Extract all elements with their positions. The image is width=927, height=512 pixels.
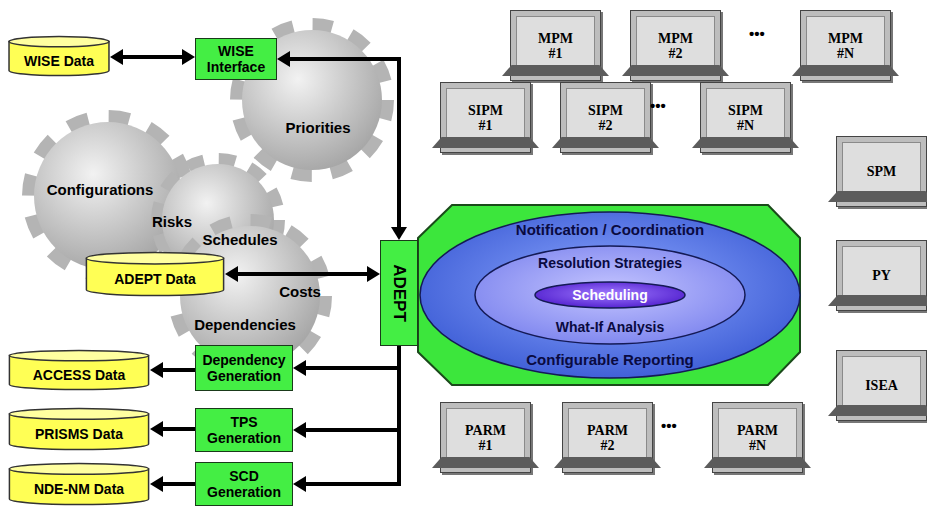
ellipsis-dots: ••• (749, 25, 765, 42)
workstation-monitor: PARM #N (712, 402, 803, 473)
box-text: ADEPT (390, 264, 408, 322)
box-text: WISE Data (24, 53, 94, 69)
function-text: Notification / Coordination (516, 221, 704, 238)
workstation-monitor: SIPM #N (700, 82, 791, 153)
station-name: MPM #2 (651, 31, 701, 61)
box-text: PRISMS Data (35, 426, 123, 442)
workstation-monitor: ISEA (836, 350, 927, 421)
connector-arrow (293, 346, 399, 492)
arrow-head (277, 51, 290, 67)
gear-label: Priorities (285, 119, 350, 136)
box-text: TPS Generation (201, 414, 287, 446)
function-text: Configurable Reporting (526, 351, 694, 368)
octagon-panel (418, 205, 800, 385)
station-name: MPM #1 (531, 31, 581, 61)
ellipsis-dots: ••• (650, 97, 666, 114)
database-cylinder: ADEPT Data (85, 252, 225, 296)
box-text: WISE Interface (201, 43, 271, 75)
arrow-head (150, 421, 163, 437)
workstation-monitor: PARM #2 (562, 402, 653, 473)
workstation-monitor: MPM #1 (510, 10, 601, 81)
gear-label: Dependencies (194, 316, 296, 333)
workstation-monitor: SIPM #2 (560, 82, 651, 153)
arrow-head (391, 227, 407, 240)
system-box: ADEPT (380, 240, 418, 346)
process-box: TPS Generation (195, 408, 293, 452)
connector-arrow (225, 266, 380, 282)
workstation-monitor: SPM (836, 136, 927, 207)
station-name: PARM #2 (583, 423, 633, 453)
database-cylinder: NDE-NM Data (8, 463, 150, 505)
box-text: NDE-NM Data (34, 481, 124, 497)
arrow-head (293, 360, 306, 376)
function-ellipse: Notification / CoordinationConfigurable … (420, 212, 800, 378)
gear-label: Schedules (202, 231, 277, 248)
function-text: Scheduling (572, 287, 647, 303)
station-name: SIPM #N (721, 103, 771, 133)
connector-arrow (150, 476, 195, 492)
station-name: SIPM #2 (581, 103, 631, 133)
arrow-head (293, 476, 306, 492)
box-text: Dependency Generation (201, 352, 287, 384)
database-cylinder: WISE Data (8, 36, 110, 76)
connector-arrow (110, 49, 195, 65)
process-box: Dependency Generation (195, 345, 293, 391)
workstation-monitor: PARM #1 (440, 402, 531, 473)
connector-arrow (293, 346, 399, 376)
station-name: PARM #1 (461, 423, 511, 453)
gear-label: Configurations (47, 181, 154, 198)
station-name: PARM #N (733, 423, 783, 453)
station-name: ISEA (857, 378, 907, 393)
connector-arrow (150, 362, 195, 378)
gear-label: Costs (279, 283, 321, 300)
function-text: What-If Analysis (556, 319, 664, 335)
process-box: WISE Interface (195, 38, 277, 80)
ellipsis-dots: ••• (661, 417, 677, 434)
connector-arrow (293, 346, 399, 438)
function-ellipse: Scheduling (535, 282, 685, 308)
box-text: ACCESS Data (33, 367, 126, 383)
arrow-head (150, 476, 163, 492)
box-text: ADEPT Data (114, 271, 196, 287)
database-cylinder: PRISMS Data (8, 408, 150, 450)
function-text: Resolution Strategies (538, 255, 682, 271)
station-name: SIPM #1 (461, 103, 511, 133)
arrow-head (225, 266, 238, 282)
process-box: SCD Generation (195, 462, 293, 506)
box-text: SCD Generation (201, 468, 287, 500)
arrow-head (150, 362, 163, 378)
arrow-head (110, 49, 123, 65)
workstation-monitor: MPM #N (800, 10, 891, 81)
connector-arrow (150, 421, 195, 437)
station-name: SPM (857, 164, 907, 179)
arrow-head (367, 266, 380, 282)
workstation-monitor: SIPM #1 (440, 82, 531, 153)
gear-label: Risks (152, 213, 192, 230)
workstation-monitor: MPM #2 (630, 10, 721, 81)
arrow-head (182, 49, 195, 65)
station-name: MPM #N (821, 31, 871, 61)
database-cylinder: ACCESS Data (8, 350, 150, 390)
connector-arrow (277, 51, 407, 240)
function-ellipse: Resolution StrategiesWhat-If Analysis Sch… (475, 246, 745, 344)
arrow-head (293, 422, 306, 438)
station-name: PY (857, 268, 907, 283)
workstation-monitor: PY (836, 240, 927, 311)
